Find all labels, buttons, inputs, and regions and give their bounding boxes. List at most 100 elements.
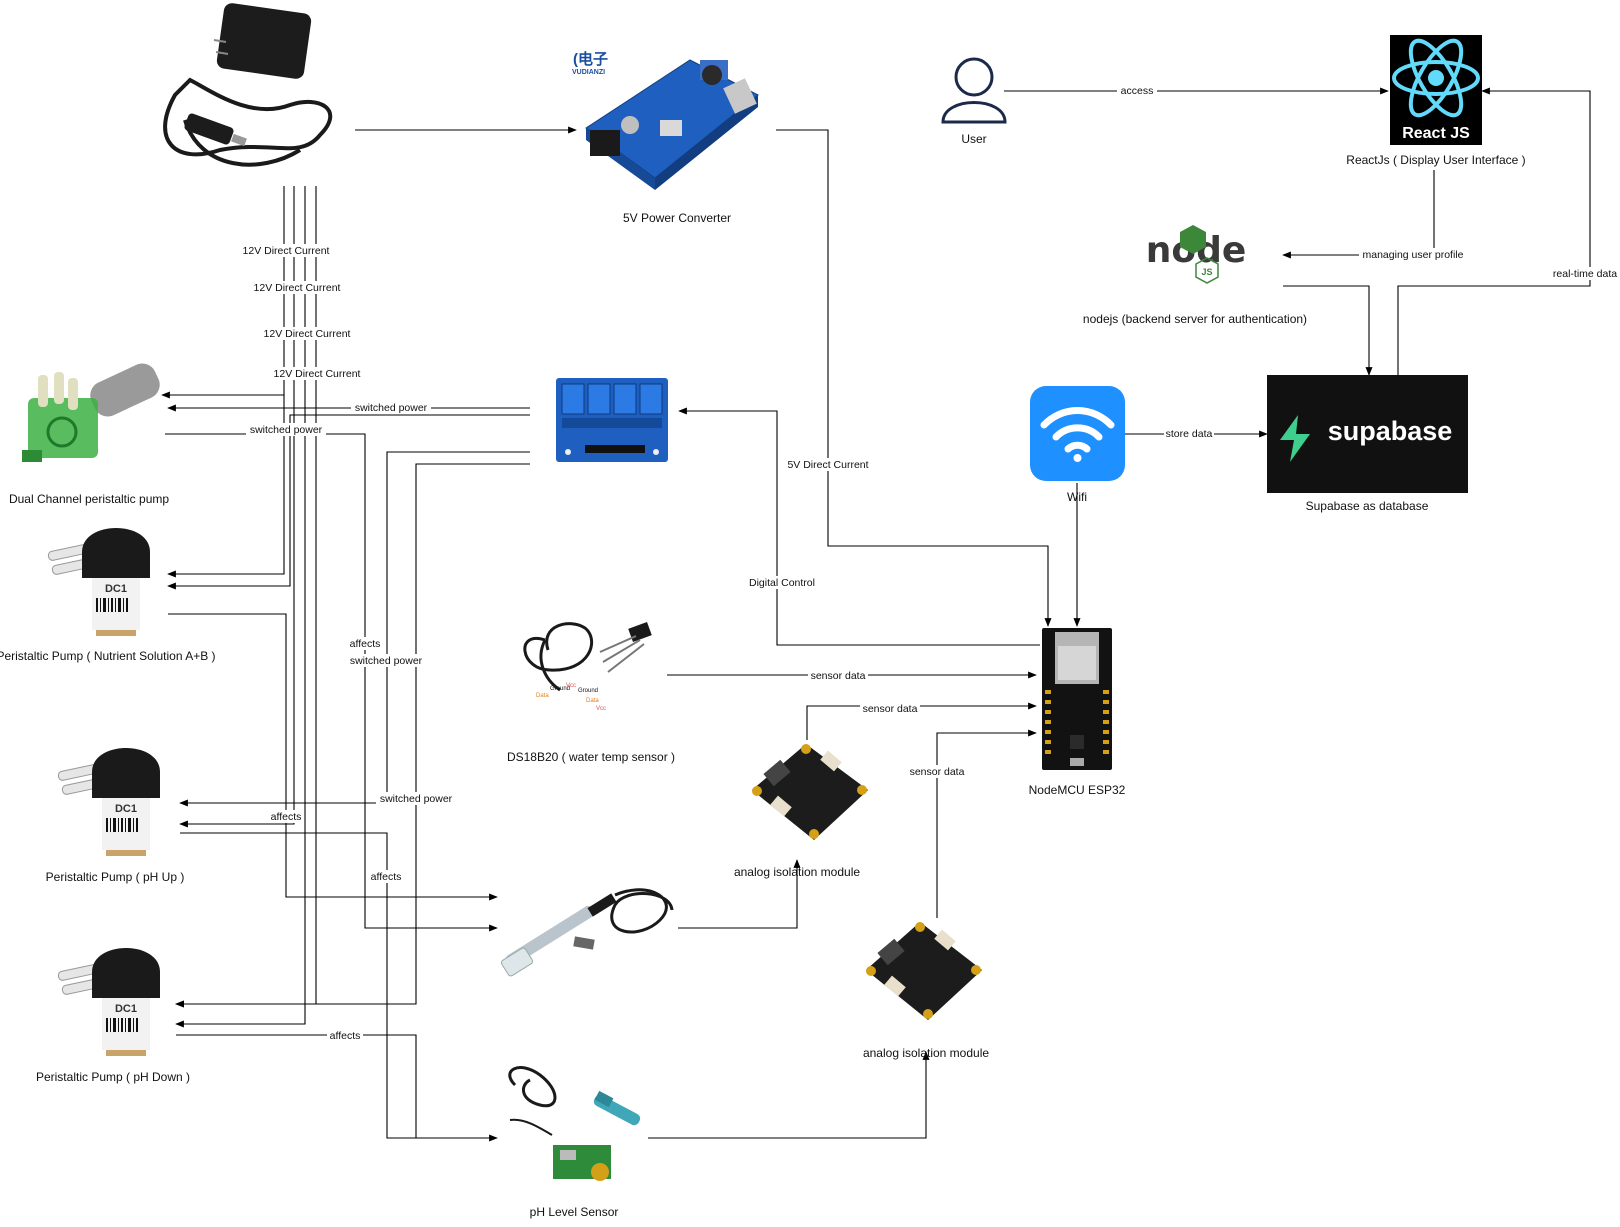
svg-text:DC1: DC1 (115, 803, 137, 815)
node-ec-probe[interactable] (500, 888, 674, 977)
wire-affects-ph-up (180, 832, 498, 1142)
peristaltic-pump-icon: DC1 (57, 748, 160, 856)
svg-text:switched power: switched power (250, 424, 323, 436)
wire-react-node (1282, 170, 1435, 259)
react-logo-text: React JS (1402, 125, 1470, 142)
peristaltic-pump-icon: DC1 (57, 948, 160, 1056)
svg-text:5V Direct Current: 5V Direct Current (787, 459, 868, 471)
edge-labels: 12V Direct Current 12V Direct Current 12… (240, 84, 1618, 1042)
wifi-tile (1030, 386, 1125, 481)
power-adapter-icon (163, 3, 333, 167)
edge-label-access: access (1117, 84, 1157, 97)
pump-ph-down-label: Peristaltic Pump ( pH Down ) (36, 1070, 190, 1084)
node-esp32[interactable]: NodeMCU ESP32 (1029, 628, 1126, 797)
svg-text:real-time data: real-time data (1553, 268, 1617, 280)
node-iso-module-2[interactable]: analog isolation module (863, 922, 989, 1060)
node-react[interactable]: React JS ReactJs ( Display User Interfac… (1346, 34, 1526, 167)
user-outline-icon (941, 57, 1007, 124)
supabase-label: Supabase as database (1306, 499, 1429, 513)
wire-iso1-esp32 (806, 702, 1037, 740)
wire-iso2-esp32 (936, 729, 1037, 918)
wire-12v-nutrient (167, 395, 285, 578)
svg-text:DC1: DC1 (115, 1003, 137, 1015)
supabase-bolt-icon (1280, 415, 1310, 462)
wire-supabase-react (1397, 87, 1591, 375)
node-wifi[interactable]: Wifi (1030, 386, 1125, 504)
svg-text:Ground: Ground (550, 686, 570, 692)
edge-label-store: store data (1164, 427, 1214, 440)
wire-ec-iso1 (678, 859, 801, 929)
edge-label-sw-1: switched power (351, 401, 431, 414)
esp32-label: NodeMCU ESP32 (1029, 783, 1126, 797)
conductivity-probe-icon (500, 888, 674, 977)
node-supabase[interactable]: supabase Supabase as database (1267, 375, 1468, 513)
iso-module-1-label: analog isolation module (734, 865, 860, 879)
svg-text:sensor data: sensor data (863, 703, 918, 715)
svg-text:sensor data: sensor data (910, 766, 965, 778)
svg-text:switched power: switched power (380, 793, 453, 805)
svg-text:Data: Data (586, 698, 599, 704)
ph-sensor-label: pH Level Sensor (530, 1205, 619, 1219)
buck-converter-icon: (电子 VUDIANZI (572, 50, 759, 190)
node-converter[interactable]: (电子 VUDIANZI 5V Power Converter (572, 50, 759, 225)
wire-12v-4 (175, 186, 317, 1008)
svg-text:Ground: Ground (578, 688, 598, 694)
edge-label-sensor-3: sensor data (907, 765, 967, 778)
svg-text:VUDIANZI: VUDIANZI (572, 69, 605, 76)
edge-label-affects-3: affects (368, 870, 404, 883)
pump-nutrient-label: Peristaltic Pump ( Nutrient Solution A+B… (0, 649, 216, 663)
wire-ph-iso2 (648, 1051, 930, 1139)
node-pump-ph-down[interactable]: DC1 Peristaltic Pump ( pH Down ) (36, 948, 190, 1084)
node-ph-sensor[interactable]: pH Level Sensor (508, 1066, 642, 1219)
pump-ph-up-label: Peristaltic Pump ( pH Up ) (46, 870, 185, 884)
svg-text:12V Direct Current: 12V Direct Current (254, 282, 341, 294)
svg-text:affects: affects (271, 811, 302, 823)
edge-label-affects-1: affects (347, 637, 383, 650)
edge-label-12v-2: 12V Direct Current (251, 281, 343, 294)
svg-text:switched power: switched power (355, 402, 428, 414)
edge-label-digital: Digital Control (748, 576, 816, 589)
svg-text:managing user profile: managing user profile (1363, 249, 1464, 261)
svg-text:Data: Data (536, 693, 549, 699)
svg-text:12V Direct Current: 12V Direct Current (274, 368, 361, 380)
edge-label-sw-3: switched power (346, 654, 426, 667)
edge-label-12v-1: 12V Direct Current (240, 244, 332, 257)
node-iso-module-1[interactable]: analog isolation module (734, 744, 868, 879)
wire-affects-nutrient (168, 613, 498, 901)
node-power-adapter[interactable] (163, 2, 333, 167)
wire-12v-ph-up (179, 186, 295, 828)
edge-label-affects-4: affects (327, 1029, 363, 1042)
nodejs-hexagon-icon: node JS (1146, 225, 1246, 284)
react-label: ReactJs ( Display User Interface ) (1346, 153, 1525, 167)
svg-text:Digital Control: Digital Control (749, 577, 815, 589)
svg-text:switched power: switched power (350, 655, 423, 667)
dual-pump-icon (22, 363, 160, 462)
node-ds18b20[interactable]: Vcc Ground Data Ground Data Vcc DS18B20 … (507, 622, 675, 764)
edge-label-12v-3: 12V Direct Current (261, 327, 353, 340)
iso-module-2-label: analog isolation module (863, 1046, 989, 1060)
svg-text:12V Direct Current: 12V Direct Current (243, 245, 330, 257)
temperature-probe-icon: Vcc Ground Data Ground Data Vcc (523, 622, 652, 712)
node-pump-ph-up[interactable]: DC1 Peristaltic Pump ( pH Up ) (46, 748, 185, 884)
edge-label-realtime: real-time data (1552, 267, 1618, 280)
node-dual-pump[interactable]: Dual Channel peristaltic pump (9, 359, 169, 506)
svg-text:(电子: (电子 (573, 50, 608, 68)
svg-text:Vcc: Vcc (596, 706, 606, 712)
wire-12v-ph-down (175, 186, 306, 1028)
node-nodejs[interactable]: node JS nodejs (backend server for authe… (1083, 225, 1307, 326)
wifi-label: Wifi (1067, 490, 1087, 504)
isolation-module-icon (752, 744, 868, 840)
edge-label-sensor-1: sensor data (808, 669, 868, 682)
node-pump-nutrient[interactable]: DC1 Peristaltic Pump ( Nutrient Solution… (0, 528, 216, 663)
svg-text:JS: JS (1201, 267, 1212, 277)
dual-pump-label: Dual Channel peristaltic pump (9, 492, 169, 506)
user-label: User (961, 132, 986, 146)
nodejs-label: nodejs (backend server for authenticatio… (1083, 312, 1307, 326)
svg-text:Vcc: Vcc (566, 683, 576, 689)
wire-node-supabase (1283, 285, 1373, 376)
wifi-icon (1040, 407, 1115, 462)
svg-text:affects: affects (371, 871, 402, 883)
node-user[interactable]: User (941, 57, 1007, 146)
node-relay-board[interactable] (556, 378, 668, 462)
